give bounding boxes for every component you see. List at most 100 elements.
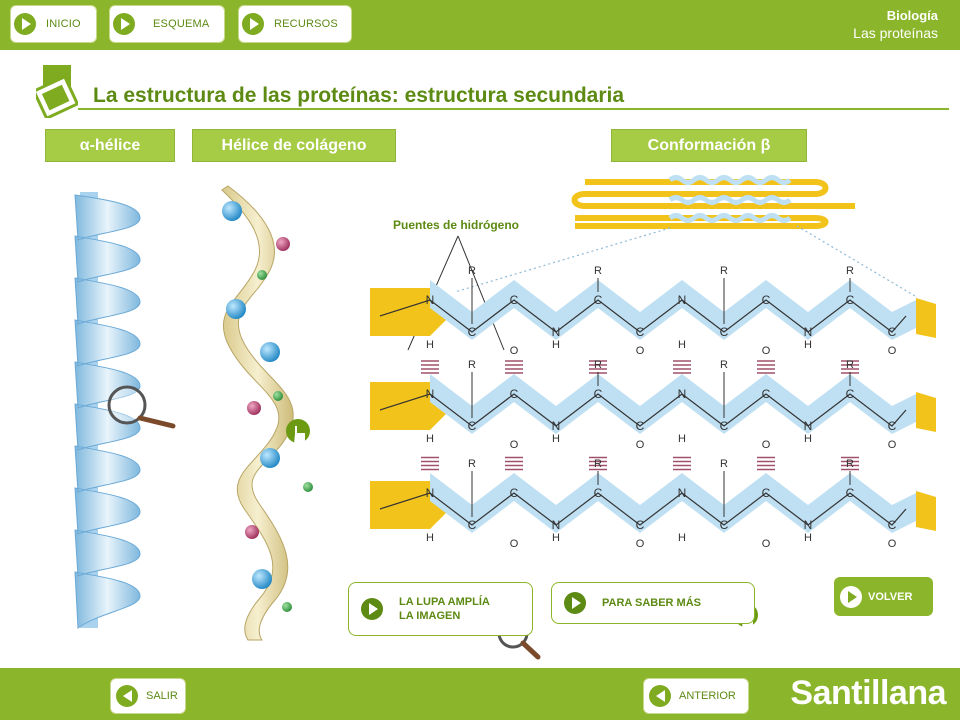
play-icon [14,13,36,35]
beta-sheet-chains: NHCRCONHCRCONHCRCONHCRCONHCRCONHCRCONHCR… [370,265,936,550]
hydrogen-bonds-label: Puentes de hidrógeno [393,218,519,232]
atom-label: N [426,387,435,401]
atom-label: O [888,439,897,451]
atom-label: N [552,325,561,339]
atom-label: N [678,293,687,307]
atom-label: N [804,518,813,532]
play-icon [113,13,135,35]
anterior-label: ANTERIOR [679,690,736,702]
atom-label: C [720,518,729,532]
anterior-button[interactable]: ANTERIOR [643,678,749,714]
atom-label: O [510,538,519,550]
play-icon [840,585,862,608]
atom-label: R [720,458,728,470]
atom-label: C [720,325,729,339]
atom-label: C [510,293,519,307]
structure-illustration: Puentes de hidrógeno NHCRCONHCRCONHCRCON… [74,175,936,660]
recursos-label: RECURSOS [274,18,338,30]
atom-label: C [636,325,645,339]
atom-label: C [762,486,771,500]
atom-label: C [846,387,855,401]
atom-label: C [762,387,771,401]
learn-more-label: PARA SABER MÁS [602,597,702,609]
magnifier-icon[interactable] [107,385,176,429]
chain-backbone-band [430,374,916,434]
tab-beta-conformation: Conformación β [611,129,807,162]
recursos-button[interactable]: RECURSOS [238,5,352,43]
atom-label: R [468,359,476,371]
page-title: La estructura de las proteínas: estructu… [93,84,625,107]
subject-name: Biología [886,8,938,23]
tab-collagen-helix: Hélice de colágeno [192,129,396,162]
atom-label: C [510,486,519,500]
volver-label: VOLVER [868,590,913,603]
inicio-button[interactable]: INICIO [10,5,97,43]
title-divider [78,108,949,110]
atom-label: H [678,339,686,351]
play-icon [361,598,383,620]
atom-label: N [552,518,561,532]
atom-label: H [804,339,812,351]
brand-logo: Santillana [790,674,946,712]
chain-backbone-band [430,280,916,340]
atom-label: O [636,439,645,451]
atom-label: R [720,265,728,277]
atom-label: O [636,538,645,550]
salir-button[interactable]: SALIR [110,678,186,714]
back-play-icon [649,685,671,707]
atom-label: C [888,325,897,339]
learn-more-button[interactable]: PARA SABER MÁS [551,582,755,624]
play-icon [564,592,586,614]
atom-label: O [888,345,897,357]
atom-label: H [552,433,560,445]
atom-label: C [468,325,477,339]
alpha-helix-image[interactable] [74,192,176,629]
atom-label: C [468,419,477,433]
atom-label: C [594,486,603,500]
atom-label: C [762,293,771,307]
atom-label: O [510,345,519,357]
hand-pointer-icon[interactable] [286,419,310,445]
atom-label: H [552,532,560,544]
atom-label: H [426,339,434,351]
chain-backbone [379,299,907,333]
atom-label: H [804,532,812,544]
atom-label: C [888,518,897,532]
volver-button[interactable]: VOLVER [834,577,933,616]
atom-label: C [888,419,897,433]
section-logo-icon [36,63,78,118]
magnifier-callout-button[interactable]: LA LUPA AMPLÍA LA IMAGEN [348,582,533,636]
atom-label: H [426,532,434,544]
atom-label: O [762,538,771,550]
atom-label: R [846,458,854,470]
atom-label: O [636,345,645,357]
chain-end-cap [916,491,936,531]
atom-label: C [846,486,855,500]
magnifier-callout-label: LA LUPA AMPLÍA LA IMAGEN [399,596,490,622]
atom-label: R [468,458,476,470]
esquema-label: ESQUEMA [153,18,210,30]
atom-label: R [594,359,602,371]
atom-label: C [720,419,729,433]
collagen-helix-image[interactable] [221,185,313,641]
play-icon [242,13,264,35]
atom-label: R [720,359,728,371]
atom-label: R [846,359,854,371]
chain-end-cap [916,392,936,432]
atom-label: C [510,387,519,401]
esquema-button[interactable]: ESQUEMA [109,5,225,43]
atom-label: N [426,293,435,307]
atom-label: C [468,518,477,532]
subject-header: Biología Las proteínas [853,8,938,41]
atom-label: N [678,486,687,500]
atom-label: C [594,387,603,401]
atom-label: H [678,433,686,445]
atom-label: C [636,419,645,433]
chain-backbone [379,393,907,427]
atom-label: O [888,538,897,550]
atom-label: O [762,345,771,357]
atom-label: N [552,419,561,433]
atom-label: C [846,293,855,307]
atom-label: N [678,387,687,401]
atom-label: H [426,433,434,445]
